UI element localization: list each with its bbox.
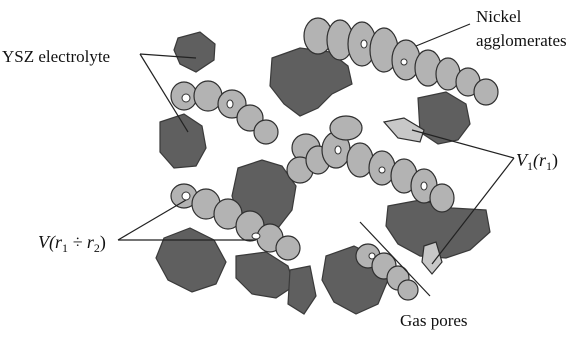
nickel-agglomerates-label-line2: agglomerates <box>476 31 567 50</box>
pore-hole <box>361 40 367 48</box>
ysz-grain <box>174 32 215 72</box>
ysz-electrolyte-label: YSZ electrolyte <box>2 47 110 66</box>
pore-hole <box>369 253 375 259</box>
nickel-particle <box>430 184 454 212</box>
v1-label: V1(r1) <box>516 150 558 173</box>
pore-hole <box>421 182 427 190</box>
pore-hole <box>182 94 190 102</box>
pore-hole <box>252 233 260 239</box>
pore-hole <box>379 167 385 173</box>
pore-hole <box>182 192 190 200</box>
nickel-particle <box>398 280 418 300</box>
nickel-particle <box>254 120 278 144</box>
ysz-grain <box>418 92 470 144</box>
nickel-particle <box>276 236 300 260</box>
nickel-particle <box>384 118 424 142</box>
ysz-grain <box>288 266 316 314</box>
nickel-leader <box>416 24 470 46</box>
pore-hole <box>401 59 407 65</box>
pore-hole <box>335 146 341 154</box>
nickel-particle <box>330 116 362 140</box>
gas-pores-label: Gas pores <box>400 311 468 330</box>
pore-hole <box>227 100 233 108</box>
ysz-grain <box>156 228 226 292</box>
ysz-grain <box>160 114 206 168</box>
nickel-particle <box>474 79 498 105</box>
v-r1-r2-label: V(r1 ÷ r2) <box>38 232 106 255</box>
nickel-agglomerates-label-line1: Nickel <box>476 7 522 26</box>
